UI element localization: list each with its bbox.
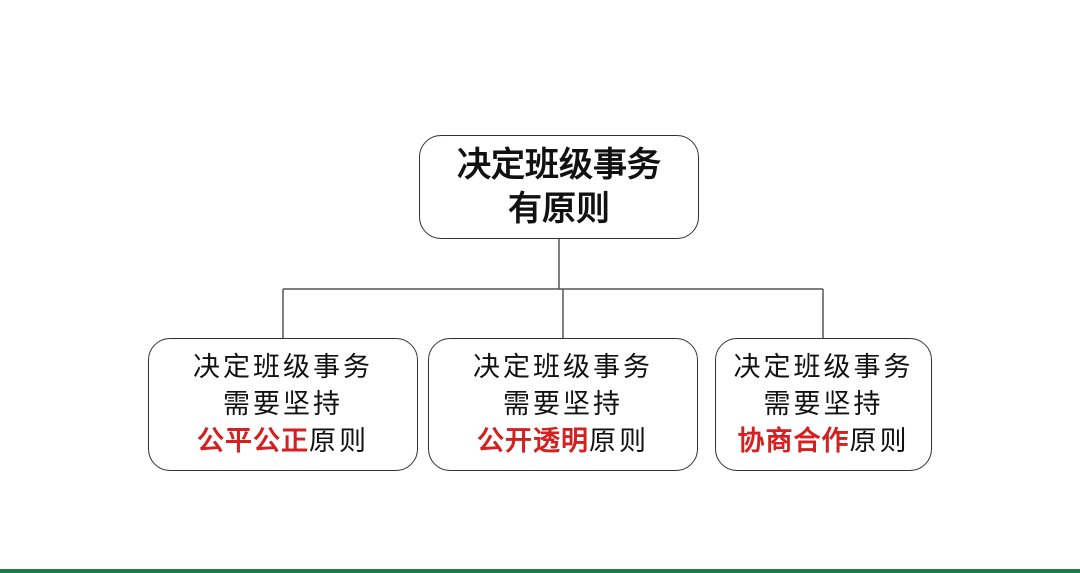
child-node-line2: 需要坚持 xyxy=(503,389,623,420)
principle-highlight: 公开透明 xyxy=(477,426,589,457)
child-node-line2: 需要坚持 xyxy=(763,389,884,420)
child-node-line1: 决定班级事务 xyxy=(473,352,653,383)
child-node-transparency: 决定班级事务 需要坚持 公开透明原则 xyxy=(428,338,698,471)
child-node-cooperation: 决定班级事务 需要坚持 协商合作原则 xyxy=(715,338,932,471)
principle-highlight: 公平公正 xyxy=(197,426,309,457)
principle-suffix: 原则 xyxy=(309,426,369,457)
principle-suffix: 原则 xyxy=(849,426,910,457)
principle-highlight: 协商合作 xyxy=(737,426,850,457)
child-node-principle: 公开透明原则 xyxy=(477,423,649,460)
child-node-principle: 公平公正原则 xyxy=(197,423,369,460)
bottom-accent-rule xyxy=(0,569,1080,573)
child-node-line2: 需要坚持 xyxy=(223,389,343,420)
root-node: 决定班级事务 有原则 xyxy=(419,135,699,239)
root-node-line2: 有原则 xyxy=(508,189,610,229)
child-node-principle: 协商合作原则 xyxy=(738,423,910,460)
child-node-fairness: 决定班级事务 需要坚持 公平公正原则 xyxy=(148,338,418,471)
child-node-line1: 决定班级事务 xyxy=(193,352,373,383)
principle-suffix: 原则 xyxy=(589,426,649,457)
root-node-line1: 决定班级事务 xyxy=(457,145,661,185)
child-node-line1: 决定班级事务 xyxy=(733,352,914,383)
